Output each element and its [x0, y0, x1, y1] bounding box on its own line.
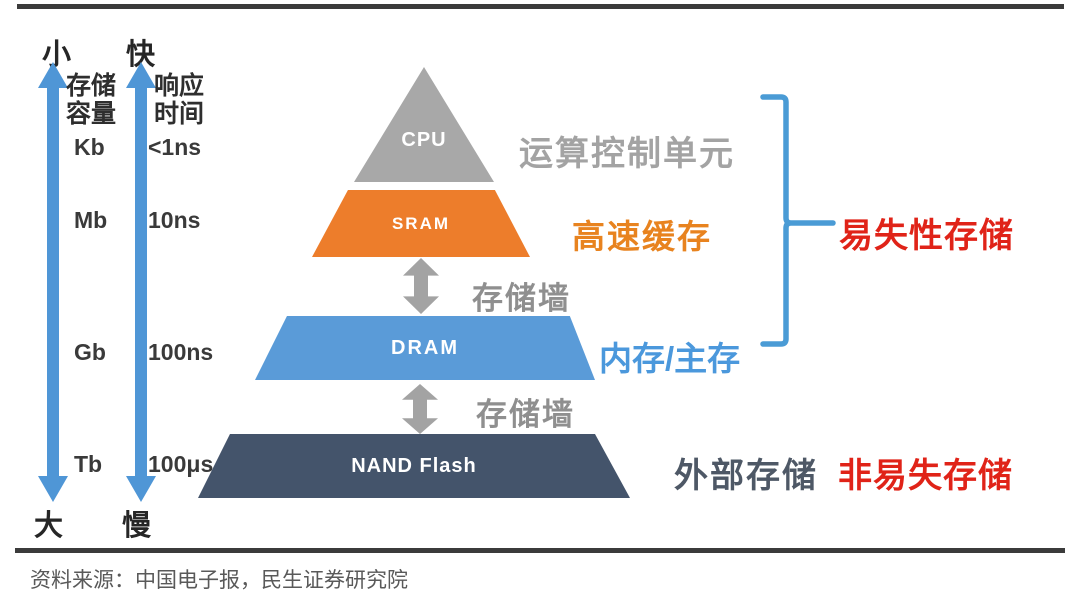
time-value-100ns: 100ns [148, 339, 214, 365]
cpu-layer-label: CPU [401, 129, 447, 151]
capacity-value-kb: Kb [74, 134, 105, 160]
capacity-axis-arrow [38, 62, 68, 502]
pyramid-layer-nand-flash: NAND Flash [198, 434, 630, 498]
memory-wall-arrow-lower [402, 384, 438, 434]
pyramid-layer-dram: DRAM [255, 316, 595, 380]
capacity-value-gb: Gb [74, 339, 106, 365]
pyramid-layer-sram: SRAM [312, 190, 530, 257]
volatile-storage-label: 易失性存储 [839, 217, 1014, 255]
bottom-divider [15, 548, 1065, 553]
speed-axis-arrow [126, 62, 156, 502]
volatile-group-bracket [760, 94, 836, 347]
capacity-axis-title: 存储 容量 [66, 72, 117, 128]
sram-layer-label: SRAM [391, 213, 451, 233]
time-value-1ns: <1ns [148, 134, 202, 160]
time-value-100us: 100μs [148, 451, 214, 477]
non-volatile-storage-label: 非易失存储 [838, 457, 1013, 495]
cpu-annotation: 运算控制单元 [519, 135, 735, 173]
memory-wall-label-lower: 存储墙 [476, 397, 575, 432]
pyramid-layer-cpu: CPU [354, 67, 494, 182]
memory-wall-label-upper: 存储墙 [472, 281, 571, 316]
time-value-10ns: 10ns [148, 207, 201, 233]
speed-axis-bottom-label: 慢 [122, 510, 152, 542]
source-note: 资料来源：中国电子报，民生证券研究院 [30, 569, 408, 592]
capacity-axis-bottom-label: 大 [34, 510, 64, 542]
sram-annotation: 高速缓存 [572, 218, 712, 255]
speed-axis-title: 响应 时间 [154, 72, 205, 128]
capacity-value-tb: Tb [74, 451, 103, 477]
capacity-value-mb: Mb [74, 207, 108, 233]
top-divider [17, 4, 1064, 9]
memory-wall-arrow-upper [403, 258, 439, 314]
dram-annotation: 内存/主存 [599, 340, 741, 377]
capacity-axis-top-label: 小 [42, 39, 72, 71]
nand-annotation: 外部存储 [674, 457, 818, 495]
dram-layer-label: DRAM [391, 336, 459, 359]
nand-layer-label: NAND Flash [351, 454, 477, 477]
